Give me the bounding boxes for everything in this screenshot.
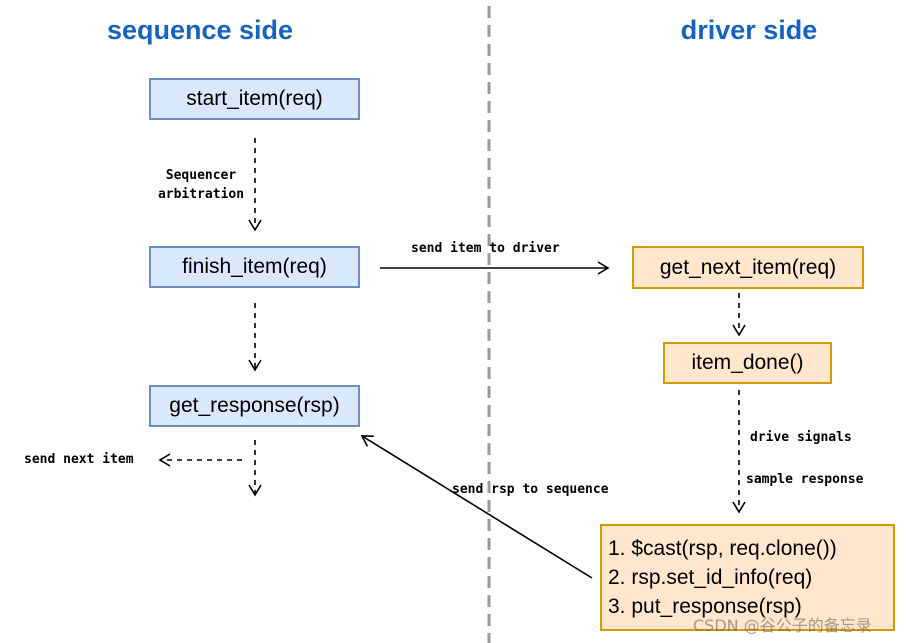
send-next-item-label: send next item — [24, 452, 134, 467]
watermark: CSDN @谷公子的备忘录 — [693, 616, 872, 635]
step-put-response: 3. put_response(rsp) — [608, 595, 802, 618]
sample-response-label: sample response — [746, 472, 864, 487]
step-set-id-info: 2. rsp.set_id_info(req) — [608, 566, 813, 589]
step-cast: 1. $cast(rsp, req.clone()) — [608, 537, 837, 560]
sequence-side-heading: sequence side — [106, 15, 294, 45]
start-item-box: start_item(req) — [149, 78, 360, 120]
send-rsp-label: send rsp to sequence — [452, 482, 609, 497]
response-steps-box: 1. $cast(rsp, req.clone()) 2. rsp.set_id… — [600, 524, 895, 631]
finish-item-box: finish_item(req) — [149, 246, 360, 288]
arbitration-label: Sequencer arbitration — [157, 168, 245, 202]
send-rsp-arrow — [360, 435, 593, 579]
get-response-box: get_response(rsp) — [149, 385, 360, 427]
driver-side-heading: driver side — [680, 15, 818, 45]
item-done-box: item_done() — [663, 342, 832, 384]
get-next-item-box: get_next_item(req) — [632, 246, 864, 289]
drive-signals-label: drive signals — [750, 430, 852, 445]
send-item-label: send item to driver — [411, 241, 560, 256]
